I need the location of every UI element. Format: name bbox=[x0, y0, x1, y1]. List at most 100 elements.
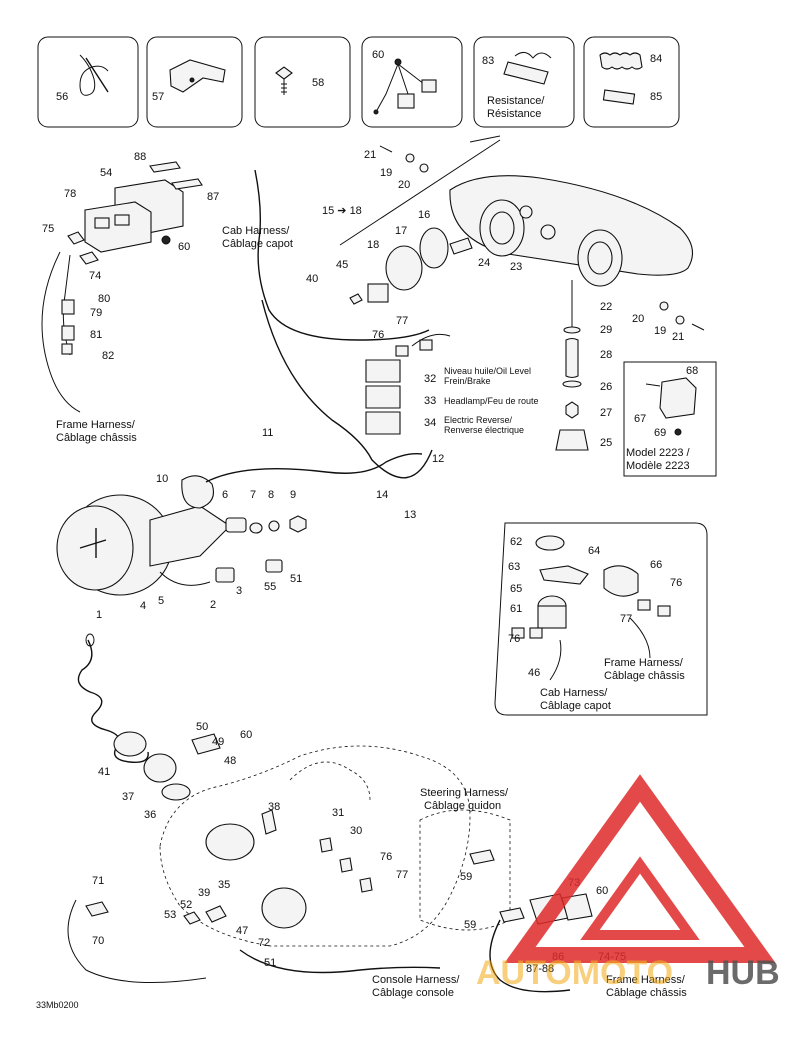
part-37-label: 37 bbox=[122, 791, 134, 803]
part-21b-label: 21 bbox=[672, 331, 684, 343]
part-77-label: 77 bbox=[396, 315, 408, 327]
part-65-label: 65 bbox=[510, 583, 522, 595]
watermark-triangle-outer bbox=[504, 774, 776, 963]
part-87-label: 87 bbox=[207, 191, 219, 203]
reverse-label-en: Electric Reverse/ bbox=[444, 415, 513, 425]
watermark-triangle-inner bbox=[580, 856, 700, 940]
part-84-label: 84 bbox=[650, 53, 662, 65]
part-11-label: 11 bbox=[262, 427, 273, 439]
console-harness-label-fr: Câblage console bbox=[372, 987, 454, 999]
part-71-label: 71 bbox=[92, 875, 104, 887]
part-7-label: 7 bbox=[250, 489, 256, 501]
headlamp-housing bbox=[339, 135, 694, 287]
resistance-label-en: Resistance/ bbox=[487, 95, 545, 107]
part-76-label: 76 bbox=[372, 329, 384, 341]
part-87-88-label: 87-88 bbox=[526, 963, 554, 975]
part-57-label: 57 bbox=[152, 91, 164, 103]
part-46-label: 46 bbox=[528, 667, 540, 679]
watermark-brand-a: AUTOMOTO bbox=[476, 954, 673, 992]
part-52-label: 52 bbox=[180, 899, 192, 911]
part-70-label: 70 bbox=[92, 935, 104, 947]
reverse-label-fr: Renverse électrique bbox=[444, 425, 524, 435]
part-55-label: 55 bbox=[264, 581, 276, 593]
part-6-label: 6 bbox=[222, 489, 228, 501]
part-9-label: 9 bbox=[290, 489, 296, 501]
part-25-label: 25 bbox=[600, 437, 612, 449]
watermark-brand-b: HUB bbox=[706, 954, 780, 992]
part-36-label: 36 bbox=[144, 809, 156, 821]
console-outline bbox=[67, 733, 593, 993]
resistance-label-fr: Résistance bbox=[487, 108, 541, 120]
cab-harness-label-fr: Câblage capot bbox=[222, 238, 293, 250]
part-33-label: 33 bbox=[424, 395, 436, 407]
part-4-label: 4 bbox=[140, 600, 146, 612]
part-74-label: 74 bbox=[89, 270, 101, 282]
part-1-label: 1 bbox=[96, 609, 102, 621]
detail-box-84-85: 84 85 bbox=[583, 36, 680, 128]
part-30-label: 30 bbox=[350, 825, 362, 837]
cab-harness-label-en: Cab Harness/ bbox=[222, 225, 290, 237]
part-61-label: 61 bbox=[510, 603, 522, 615]
part-23-label: 23 bbox=[510, 261, 522, 273]
headlamp-label: Headlamp/Feu de route bbox=[444, 396, 539, 406]
frame-harness-bottom-fr: Câblage châssis bbox=[606, 987, 687, 999]
part-68-label: 68 bbox=[686, 365, 698, 377]
part-18-label: 18 bbox=[367, 239, 379, 251]
part-45-label: 45 bbox=[336, 259, 348, 271]
detail-box-56: 56 bbox=[37, 36, 139, 128]
part-76d-label: 76 bbox=[380, 851, 392, 863]
box-cab-harness-fr: Câblage capot bbox=[540, 700, 611, 712]
detail-box-60: 60 bbox=[361, 36, 463, 128]
steering-harness-label-en: Steering Harness/ bbox=[420, 787, 509, 799]
box-frame-harness-en: Frame Harness/ bbox=[604, 657, 684, 669]
part-83-label: 83 bbox=[482, 55, 494, 67]
part-66-label: 66 bbox=[650, 559, 662, 571]
part-38-label: 38 bbox=[268, 801, 280, 813]
box-frame-harness-fr: Câblage châssis bbox=[604, 670, 685, 682]
part-12-label: 12 bbox=[432, 453, 444, 465]
part-21-label: 21 bbox=[364, 149, 376, 161]
part-88-label: 88 bbox=[134, 151, 146, 163]
part-76c-label: 76 bbox=[670, 577, 682, 589]
part-39-label: 39 bbox=[198, 887, 210, 899]
part-2-label: 2 bbox=[210, 599, 216, 611]
automotohub-watermark: AUTOMOTO HUB bbox=[476, 774, 780, 992]
part-60d-label: 60 bbox=[596, 885, 608, 897]
part-29-label: 29 bbox=[600, 324, 612, 336]
model-2223-detail: 68 67 69 Model 2223 / Modèle 2223 bbox=[623, 361, 717, 477]
part-51-label: 51 bbox=[290, 573, 302, 585]
part-63-label: 63 bbox=[508, 561, 520, 573]
part-14-label: 14 bbox=[376, 489, 388, 501]
drawing-code: 33Mb0200 bbox=[36, 1000, 79, 1010]
part-28-label: 28 bbox=[600, 349, 612, 361]
part-41-label: 41 bbox=[98, 766, 110, 778]
switch-stack bbox=[365, 333, 451, 435]
part-76b-label: 76 bbox=[508, 633, 520, 645]
part-24-label: 24 bbox=[478, 257, 490, 269]
tether-cord bbox=[77, 633, 149, 763]
part-27-label: 27 bbox=[600, 407, 612, 419]
part-59b-label: 59 bbox=[464, 919, 476, 931]
part-19b-label: 19 bbox=[654, 325, 666, 337]
part-47-label: 47 bbox=[236, 925, 248, 937]
oil-level-label: Niveau huile/Oil Level bbox=[444, 366, 531, 376]
console-harness-label-en: Console Harness/ bbox=[372, 974, 460, 986]
speedometer-assembly bbox=[56, 452, 423, 596]
frame-harness-label-fr: Câblage châssis bbox=[56, 432, 137, 444]
part-54-label: 54 bbox=[100, 167, 112, 179]
part-85-label: 85 bbox=[650, 91, 662, 103]
part-3-label: 3 bbox=[236, 585, 242, 597]
part-72-label: 72 bbox=[258, 937, 270, 949]
part-16-label: 16 bbox=[418, 209, 430, 221]
model-label-en: Model 2223 / bbox=[626, 447, 691, 459]
part-60b-label: 60 bbox=[178, 241, 190, 253]
part-80-label: 80 bbox=[98, 293, 110, 305]
box-cab-harness-en: Cab Harness/ bbox=[540, 687, 608, 699]
frame-harness-bottom-en: Frame Harness/ bbox=[606, 974, 686, 986]
part-20b-label: 20 bbox=[632, 313, 644, 325]
part-60c-label: 60 bbox=[240, 729, 252, 741]
part-64-label: 64 bbox=[588, 545, 600, 557]
cab-harness-wire bbox=[41, 169, 433, 479]
part-75-label: 75 bbox=[42, 223, 54, 235]
